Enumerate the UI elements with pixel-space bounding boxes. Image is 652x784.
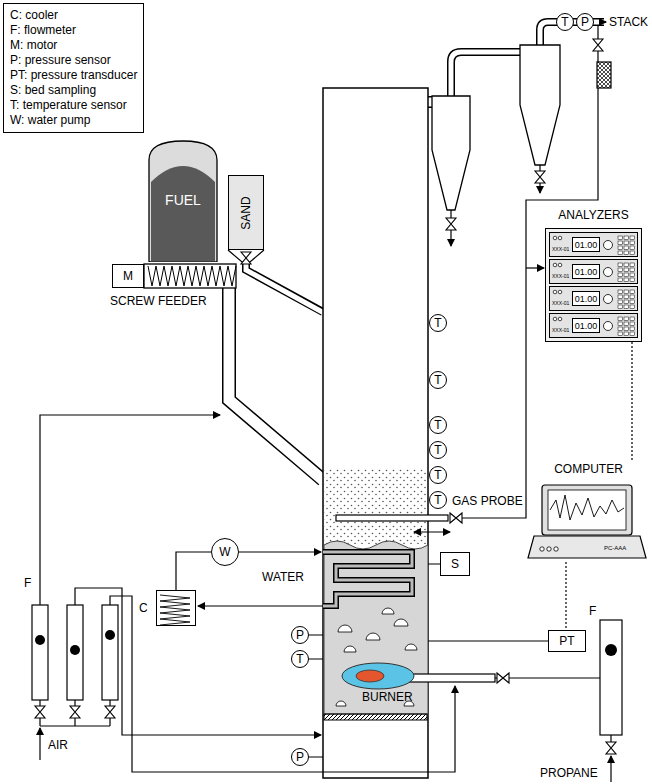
part-label: WATER [262,570,304,584]
sand-node: SAND [228,175,264,250]
valve-symbol [535,171,545,183]
sensor-circle: T [291,650,309,668]
legend-text: P: pressure sensor [10,53,137,68]
signal-line [631,342,632,462]
node-text: XXX-01 [552,246,569,252]
hopper-outline [149,141,217,262]
unit-node: XXX-0101.00 [549,313,638,338]
legend-text: F: flowmeter [10,23,137,38]
node-text: T [434,316,441,330]
unit-node: XXX-0101.00 [549,259,638,284]
signal-line [565,562,566,630]
fuel-fill [151,166,215,261]
part-label: AIR [48,738,68,752]
node-text: P [296,750,304,764]
part-label: SCREW FEEDER [110,294,207,308]
valve-symbol [606,742,616,754]
node-subtext: 01.00 [572,237,600,252]
node-text: SAND [239,196,253,229]
valve-symbol [241,252,251,264]
cooler-coil [157,591,195,625]
part-label: F [24,576,31,590]
valve-symbol [70,706,80,718]
box-node: PT [548,630,586,652]
sensor-circle: P [291,748,309,766]
node-text: C [139,601,148,615]
legend-text: W: water pump [10,113,137,128]
sensor-circle: W [211,538,239,566]
node-text: COMPUTER [532,462,645,476]
node-text: T [434,493,441,507]
legend-text: M: motor [10,38,137,53]
cooler-node: C [136,590,196,626]
pc-node: COMPUTER PC-AAA [532,462,645,562]
sensor-circle: P [576,13,594,31]
part-label: STACK [609,15,648,29]
part-label: F [589,604,596,618]
box-node: M [112,264,144,288]
part-label: PROPANE [540,766,598,780]
node-text: T [434,443,441,457]
node-text: S [451,557,459,571]
node-text: T [296,652,303,666]
unit-node: XXX-0101.00 [549,232,638,257]
valve-symbol [105,706,115,718]
node-text: XXX-01 [552,273,569,279]
fuel-node: FUEL [148,140,218,262]
node-text: T [561,15,568,29]
sensor-circle: P [291,626,309,644]
valve-symbol [450,513,462,523]
node-subtext: 01.00 [572,264,600,279]
node-text: PT [559,634,574,648]
node-text: T [434,468,441,482]
node-text: XXX-01 [552,300,569,306]
node-text: XXX-01 [552,327,569,333]
sensor-circle: T [429,466,447,484]
node-text: P [581,15,589,29]
sensor-circle: T [429,371,447,389]
valve-symbol [35,706,45,718]
node-subtext: PC-AAA [604,545,626,552]
sensor-circle: T [429,491,447,509]
water-line [176,552,211,590]
legend-text: S: bed sampling [10,83,137,98]
node-text: T [434,418,441,432]
legend-text: T: temperature sensor [10,98,137,113]
sensor-circle: T [429,314,447,332]
valve-symbol [593,39,603,51]
valve-symbol [446,218,456,230]
valve-symbol [497,673,509,683]
node-text: W [219,545,230,559]
box-node: S [440,552,470,576]
unit-node: XXX-0101.00 [549,286,638,311]
node-subtext: 01.00 [572,318,600,333]
node-subtext: 01.00 [572,291,600,306]
part-label: BURNER [362,690,413,704]
sensor-circle: T [429,416,447,434]
legend-text: PT: pressure transducer [10,68,137,83]
legend-box: C: coolerF: flowmeterM: motorP: pressure… [3,3,144,133]
node-text: FUEL [148,192,218,208]
node-text: M [123,269,133,283]
sensor-circle: T [429,441,447,459]
rack-node: ANALYZERSXXX-0101.00XXX-0101.00XXX-0101.… [545,206,642,342]
cooler-box [156,590,196,626]
node-text: ANALYZERS [545,208,642,222]
node-text: P [296,628,304,642]
sensor-circle: T [556,13,574,31]
legend-text: C: cooler [10,8,137,23]
part-label: GAS PROBE [452,494,523,508]
node-text: T [434,373,441,387]
